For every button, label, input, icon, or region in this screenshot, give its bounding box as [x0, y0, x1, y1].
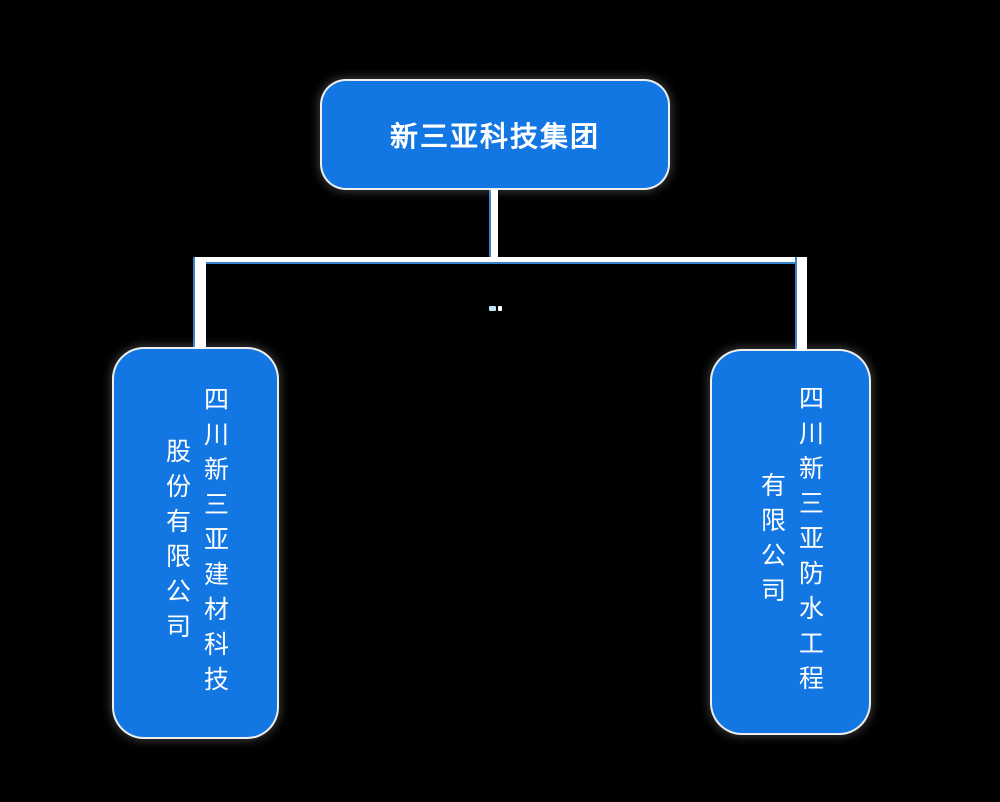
label-column: 股份有限公司 [162, 438, 191, 648]
label-column: 四川新三亚建材科技 [200, 385, 229, 701]
org-node-group-root: 新三亚科技集团 [322, 81, 668, 188]
connector-root-vertical [489, 189, 498, 262]
connector-horizontal-rail [193, 257, 802, 264]
label-column: 四川新三亚防水工程 [795, 384, 824, 700]
junction-artifact-dot [498, 306, 502, 311]
connector-right-vertical [795, 257, 807, 351]
org-node-subsidiary-waterproofing: 四川新三亚防水工程 有限公司 [712, 351, 869, 733]
label-column: 有限公司 [757, 472, 786, 612]
connector-left-vertical [193, 257, 206, 349]
org-node-group-root-label: 新三亚科技集团 [389, 120, 600, 152]
junction-artifact-dot [489, 306, 496, 311]
org-node-subsidiary-waterproofing-label: 四川新三亚防水工程 有限公司 [753, 351, 829, 733]
org-node-subsidiary-building-materials-label: 四川新三亚建材科技 股份有限公司 [158, 349, 234, 737]
org-node-subsidiary-building-materials: 四川新三亚建材科技 股份有限公司 [114, 349, 277, 737]
